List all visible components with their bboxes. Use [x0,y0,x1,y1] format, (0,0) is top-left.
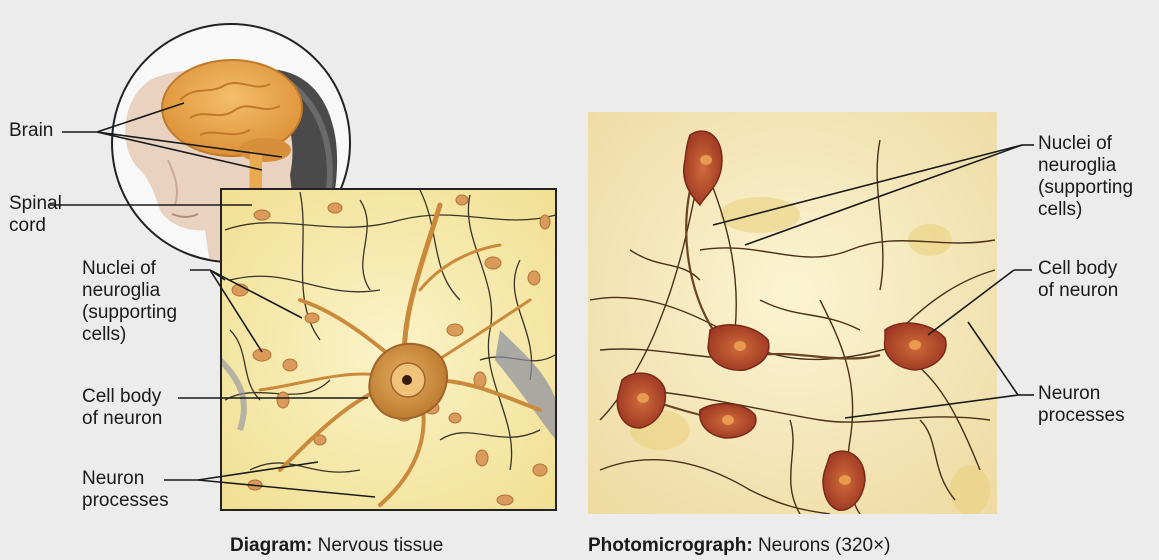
label-nuclei-of-neuroglia-diagram: Nuclei of neuroglia (supporting cells) [82,258,177,346]
label-spinal-cord: Spinal cord [9,193,62,237]
label-cell-body-photo: Cell body of neuron [1038,258,1118,302]
caption-diagram-bold: Diagram: [230,535,312,556]
label-cell-body-diagram: Cell body of neuron [82,386,162,430]
caption-photomicrograph: Photomicrograph: Neurons (320×) [588,535,891,557]
label-brain: Brain [9,120,53,142]
caption-diagram: Diagram: Nervous tissue [230,535,443,557]
photomicrograph [588,112,997,515]
caption-photo-text: Neurons (320×) [753,535,891,556]
tissue-diagram [220,189,556,510]
label-neuron-processes-photo: Neuron processes [1038,383,1125,427]
caption-photo-bold: Photomicrograph: [588,535,753,556]
label-neuron-processes-diagram: Neuron processes [82,468,169,512]
caption-diagram-text: Nervous tissue [312,535,443,556]
label-nuclei-of-neuroglia-photo: Nuclei of neuroglia (supporting cells) [1038,133,1133,221]
